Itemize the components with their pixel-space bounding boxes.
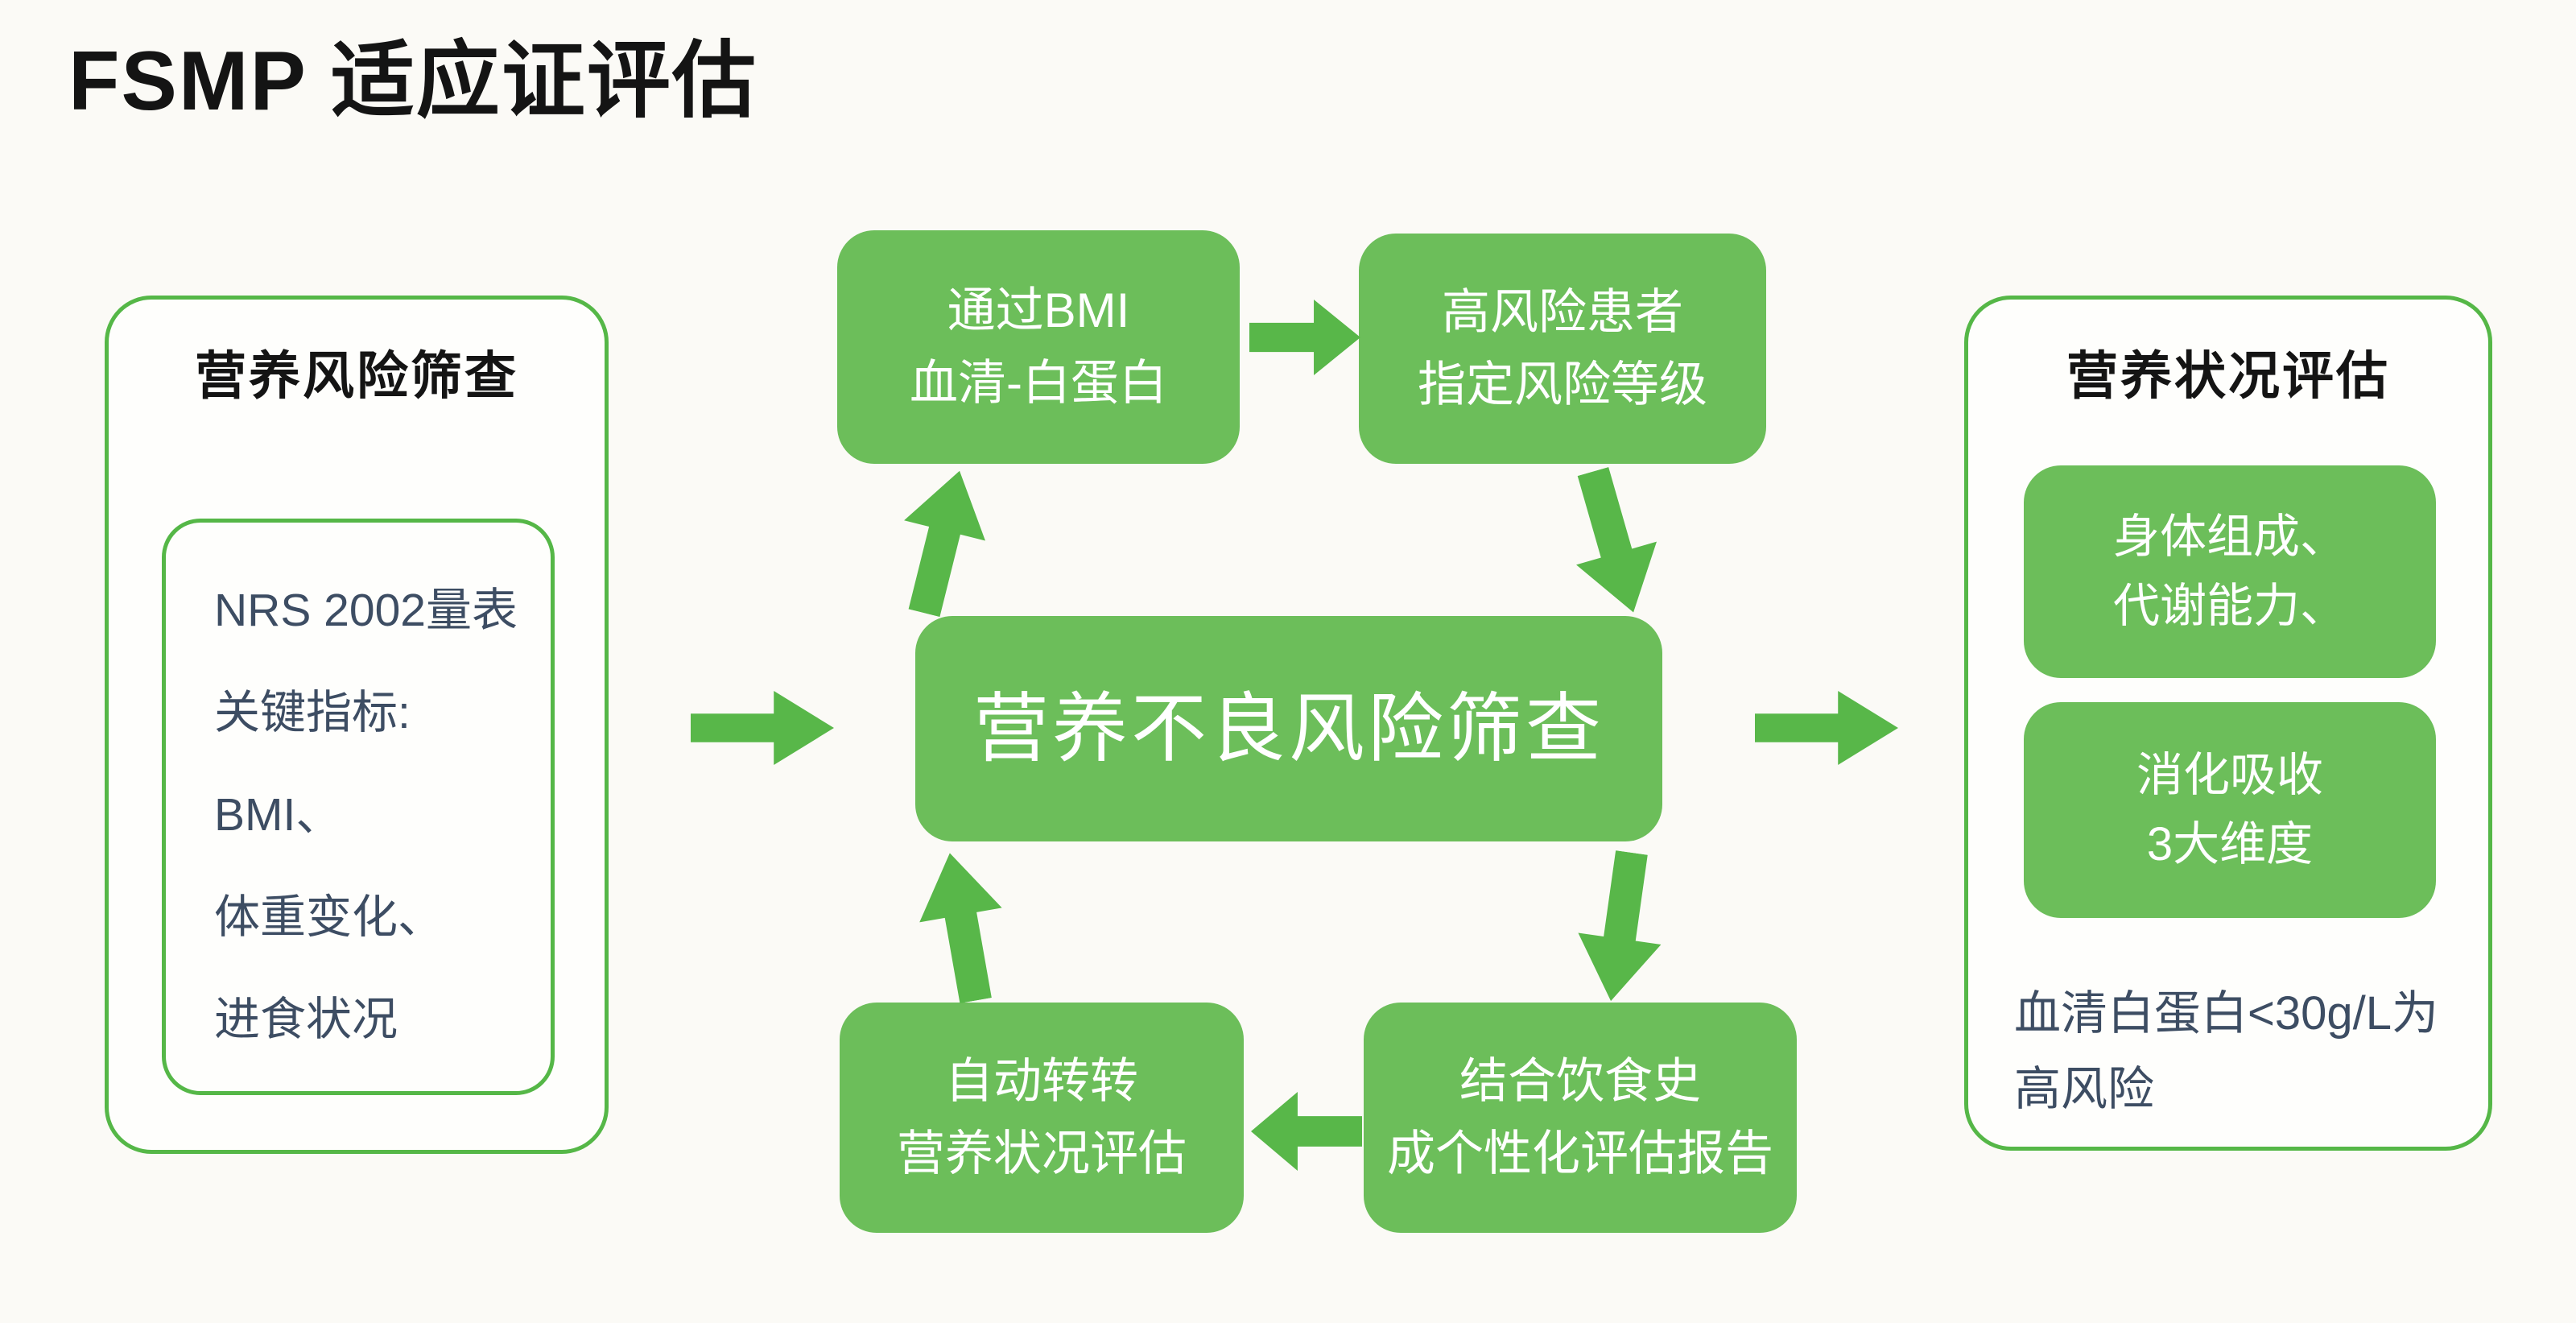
nrs-2002-info-box: NRS 2002量表 关键指标: BMI、 体重变化、 进食状况 [162,519,555,1095]
right-panel-title: 营养状况评估 [2066,347,2390,405]
digestion-absorption-box: 消化吸收 3大维度 [2024,702,2436,918]
nrs-line: NRS 2002量表 [214,585,518,636]
flow-box-line: 营养不良风险筛查 [972,686,1604,771]
flow-box-diet-history-report: 结合饮食史 成个性化评估报告 [1364,1003,1797,1233]
page-title: FSMP 适应证评估 [68,35,758,128]
flow-box-line: 血清-白蛋白 [910,356,1167,410]
serum-albumin-note-line: 血清白蛋白<30g/L为 [2014,987,2439,1040]
flow-box-malnutrition-risk-screening: 营养不良风险筛查 [915,616,1662,841]
nrs-line: 体重变化、 [214,891,444,943]
right-box-line: 消化吸收 [2136,749,2323,801]
arrow-right-icon [691,691,834,765]
nrs-line: BMI、 [214,789,342,841]
arrow-down-icon [1570,847,1674,1007]
serum-albumin-note-line: 高风险 [2014,1063,2155,1115]
serum-albumin-note: 血清白蛋白<30g/L为 高风险 [2014,976,2473,1127]
flow-box-line: 自动转转 [945,1054,1138,1108]
flow-box-auto-transfer-assessment: 自动转转 营养状况评估 [840,1003,1244,1233]
nrs-line: 关键指标: [214,687,411,738]
arrow-up-icon [884,461,1001,623]
body-composition-metabolism-box: 身体组成、 代谢能力、 [2024,465,2436,678]
flow-box-line: 成个性化评估报告 [1387,1127,1773,1180]
flow-box-line: 指定风险等级 [1418,358,1707,411]
arrow-up-icon [909,845,1018,1007]
arrow-left-icon [1251,1092,1362,1171]
flow-box-line: 营养状况评估 [897,1127,1187,1180]
arrow-right-icon [1755,691,1898,765]
right-box-line: 身体组成、 [2112,511,2347,563]
left-panel-title: 营养风险筛查 [195,347,518,405]
nrs-line: 进食状况 [214,994,398,1045]
arrow-right-icon [1249,300,1360,375]
flow-box-bmi-serum-albumin: 通过BMI 血清-白蛋白 [837,230,1240,464]
flow-box-line: 结合饮食史 [1459,1054,1701,1108]
flow-box-high-risk-grading: 高风险患者 指定风险等级 [1359,234,1766,464]
right-box-line: 代谢能力、 [2112,580,2347,632]
nutrition-risk-screening-panel: 营养风险筛查 NRS 2002量表 关键指标: BMI、 体重变化、 进食状况 [105,296,609,1154]
flow-box-line: 高风险患者 [1442,285,1683,339]
arrow-down-icon [1553,460,1674,624]
right-box-line: 3大维度 [2146,818,2314,870]
flow-box-line: 通过BMI [947,283,1130,337]
